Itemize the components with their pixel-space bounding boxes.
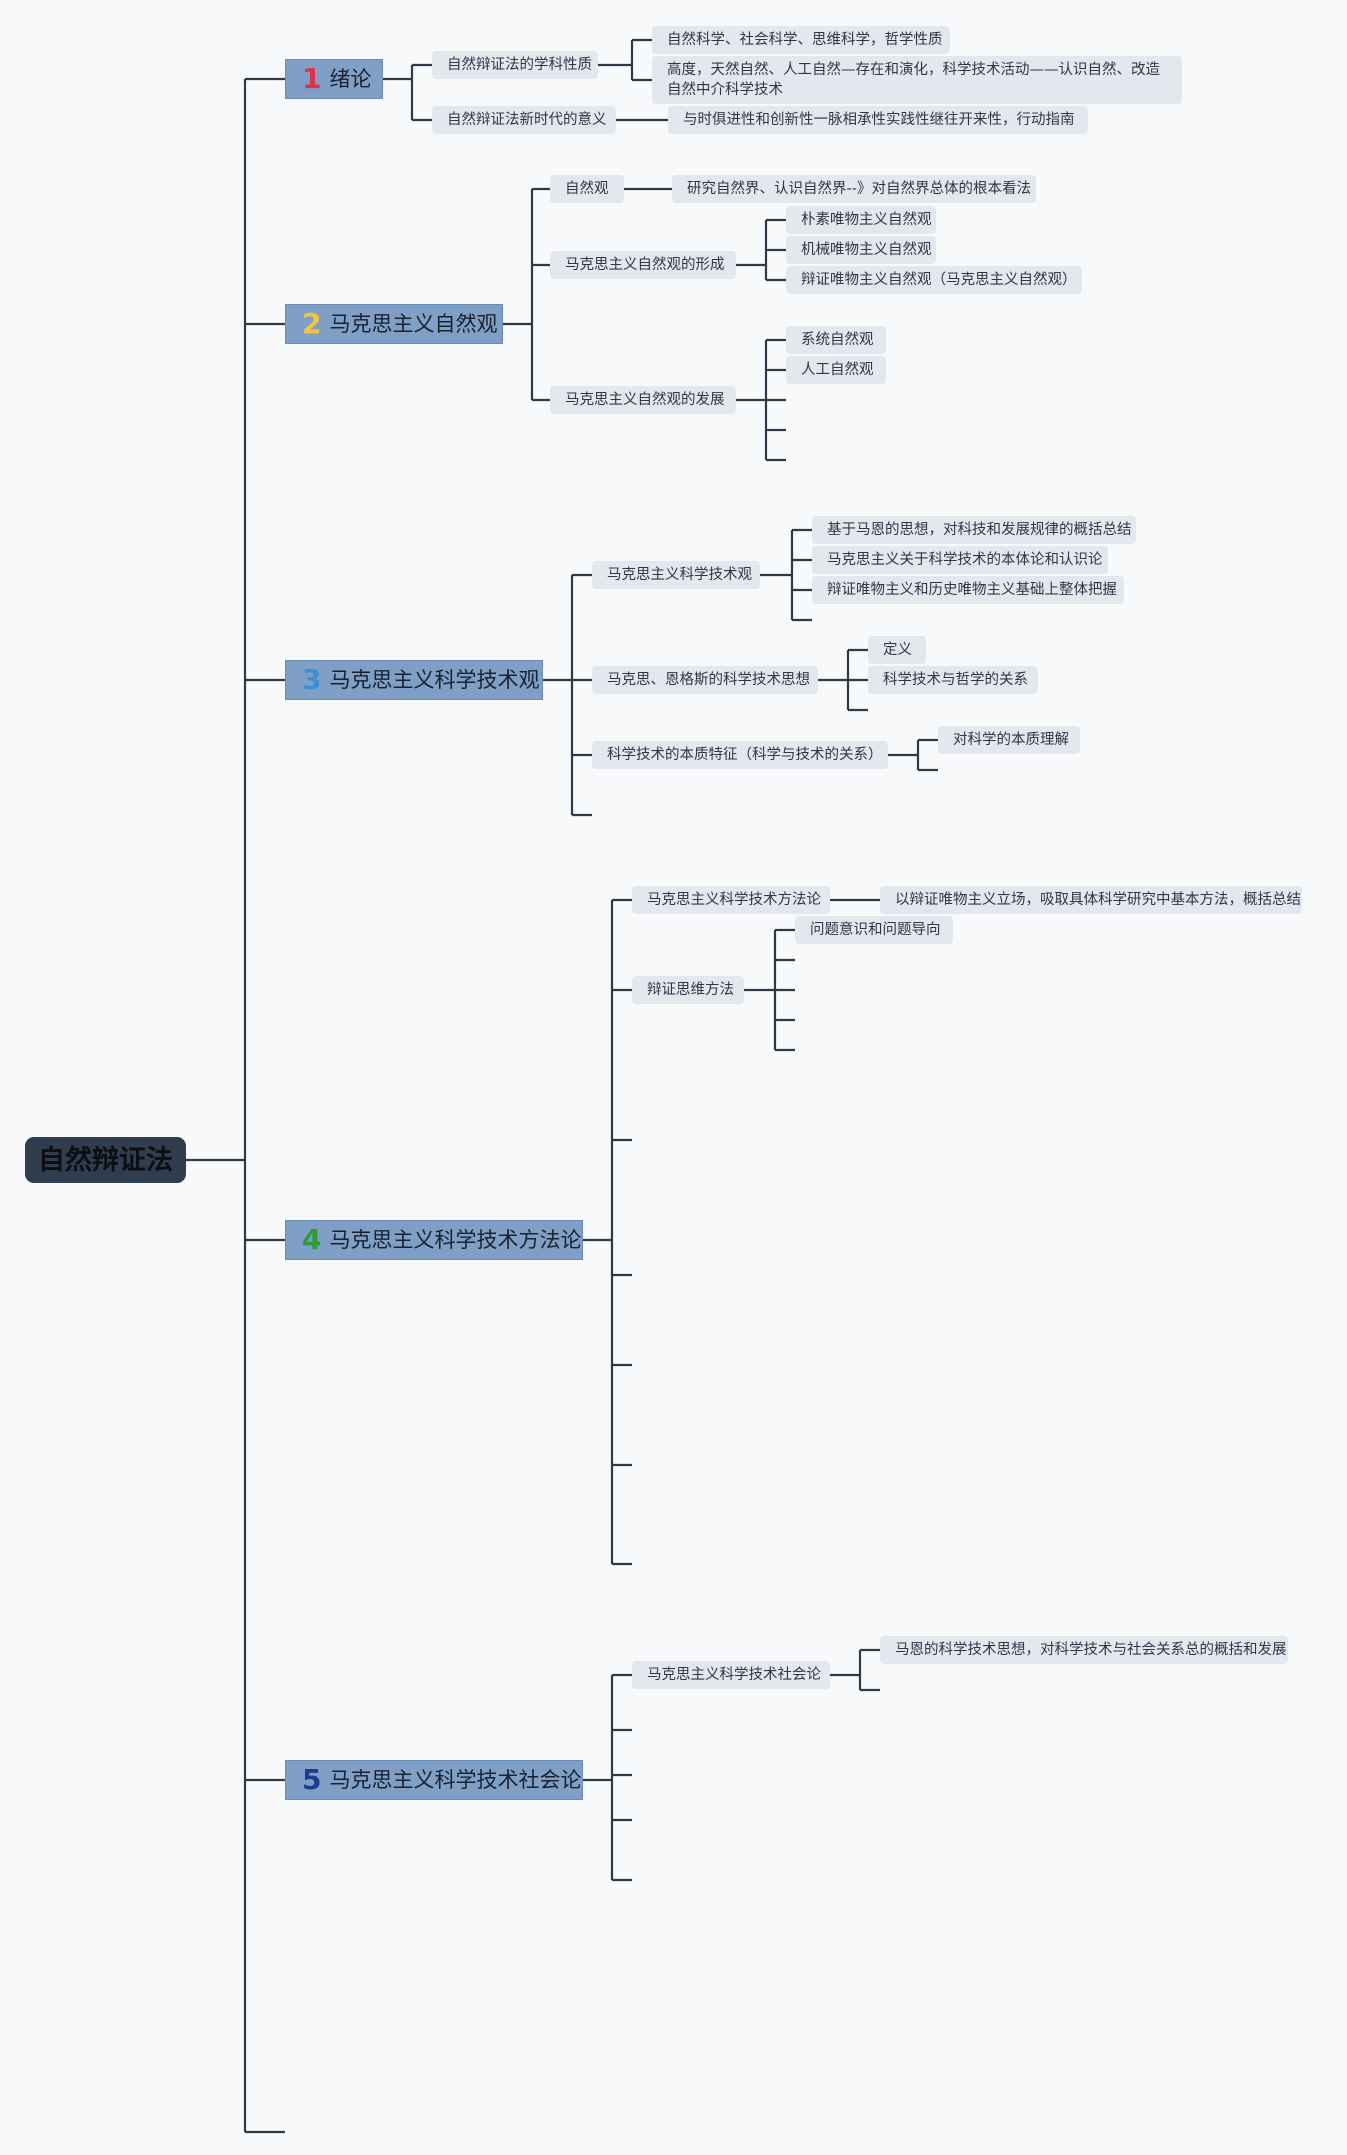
b4-leaf-2[interactable]: 问题意识和问题导向: [795, 916, 953, 944]
b1-leaf-2-label: 高度，天然自然、人工自然—存在和演化，科学技术活动——认识自然、改造自然中介科学…: [667, 62, 1160, 98]
branch-1-label: 绪论: [329, 66, 372, 91]
b3-leaf-1-label: 基于马恩的思想，对科技和发展规律的概括总结: [827, 521, 1132, 538]
b1-sub-1-label: 自然辩证法的学科性质: [447, 56, 592, 73]
b3-leaf-2-label: 马克思主义关于科学技术的本体论和认识论: [827, 551, 1103, 568]
b2-leaf-4[interactable]: 辩证唯物主义自然观（马克思主义自然观）: [786, 266, 1082, 294]
b2-sub-2[interactable]: 马克思主义自然观的形成: [550, 251, 736, 279]
b2-sub-3-label: 马克思主义自然观的发展: [565, 391, 725, 408]
b5-leaf-1[interactable]: 马恩的科学技术思想，对科学技术与社会关系总的概括和发展: [880, 1636, 1288, 1664]
b5-sub-1-label: 马克思主义科学技术社会论: [647, 1666, 821, 1683]
b2-leaf-3-label: 机械唯物主义自然观: [801, 241, 932, 258]
b4-leaf-2-label: 问题意识和问题导向: [810, 921, 941, 938]
b1-leaf-1-label: 自然科学、社会科学、思维科学，哲学性质: [667, 31, 943, 48]
b2-sub-1[interactable]: 自然观: [550, 175, 624, 203]
branch-5-label: 马克思主义科学技术社会论: [329, 1767, 582, 1792]
branch-3-number: 3: [302, 663, 322, 696]
b3-sub-2-label: 马克思、恩格斯的科学技术思想: [607, 671, 810, 688]
b4-leaf-1-label: 以辩证唯物主义立场，吸取具体科学研究中基本方法，概括总结: [895, 891, 1301, 908]
b4-sub-1[interactable]: 马克思主义科学技术方法论: [632, 886, 830, 914]
b1-sub-2[interactable]: 自然辩证法新时代的意义: [432, 106, 616, 134]
b2-leaf-6-label: 人工自然观: [801, 361, 874, 378]
b1-leaf-1[interactable]: 自然科学、社会科学、思维科学，哲学性质: [652, 26, 950, 54]
b3-leaf-3-label: 辩证唯物主义和历史唯物主义基础上整体把握: [827, 581, 1117, 598]
b2-leaf-2-label: 朴素唯物主义自然观: [801, 211, 932, 228]
branch-2-node[interactable]: 2 马克思主义自然观: [285, 304, 503, 344]
b3-sub-2[interactable]: 马克思、恩格斯的科学技术思想: [592, 666, 818, 694]
b2-leaf-1[interactable]: 研究自然界、认识自然界--》对自然界总体的根本看法: [672, 175, 1036, 203]
b3-sub-3-label: 科学技术的本质特征（科学与技术的关系）: [607, 746, 883, 763]
b3-leaf-1[interactable]: 基于马恩的思想，对科技和发展规律的概括总结: [812, 516, 1136, 544]
branch-4-number: 4: [302, 1223, 322, 1256]
branch-4-label: 马克思主义科学技术方法论: [329, 1227, 582, 1252]
b4-sub-2[interactable]: 辩证思维方法: [632, 976, 744, 1004]
b2-leaf-6[interactable]: 人工自然观: [786, 356, 886, 384]
b4-sub-1-label: 马克思主义科学技术方法论: [647, 891, 821, 908]
b3-leaf-6[interactable]: 对科学的本质理解: [938, 726, 1080, 754]
branch-2-label: 马克思主义自然观: [329, 311, 498, 336]
branch-1-number: 1: [302, 62, 322, 95]
b2-sub-1-label: 自然观: [565, 180, 609, 197]
b3-leaf-2[interactable]: 马克思主义关于科学技术的本体论和认识论: [812, 546, 1108, 574]
branch-5-number: 5: [302, 1763, 322, 1796]
b4-leaf-1[interactable]: 以辩证唯物主义立场，吸取具体科学研究中基本方法，概括总结: [880, 886, 1302, 914]
b1-leaf-3-label: 与时俱进性和创新性一脉相承性实践性继往开来性，行动指南: [683, 111, 1075, 128]
branch-3-node[interactable]: 3 马克思主义科学技术观: [285, 660, 543, 700]
b3-sub-1[interactable]: 马克思主义科学技术观: [592, 561, 760, 589]
b3-leaf-5[interactable]: 科学技术与哲学的关系: [868, 666, 1038, 694]
root-node[interactable]: 自然辩证法: [25, 1137, 186, 1183]
b2-leaf-2[interactable]: 朴素唯物主义自然观: [786, 206, 936, 234]
b3-sub-1-label: 马克思主义科学技术观: [607, 566, 752, 583]
b2-leaf-1-label: 研究自然界、认识自然界--》对自然界总体的根本看法: [687, 180, 1031, 197]
b2-sub-3[interactable]: 马克思主义自然观的发展: [550, 386, 736, 414]
b2-leaf-5-label: 系统自然观: [801, 331, 874, 348]
b2-sub-2-label: 马克思主义自然观的形成: [565, 256, 725, 273]
b2-leaf-4-label: 辩证唯物主义自然观（马克思主义自然观）: [801, 271, 1077, 288]
b3-leaf-3[interactable]: 辩证唯物主义和历史唯物主义基础上整体把握: [812, 576, 1124, 604]
branch-3-label: 马克思主义科学技术观: [329, 667, 540, 692]
branch-2-number: 2: [302, 307, 322, 340]
b5-leaf-1-label: 马恩的科学技术思想，对科学技术与社会关系总的概括和发展: [895, 1641, 1287, 1658]
branch-1-node[interactable]: 1 绪论: [285, 59, 383, 99]
branch-5-node[interactable]: 5 马克思主义科学技术社会论: [285, 1760, 583, 1800]
b3-leaf-5-label: 科学技术与哲学的关系: [883, 671, 1028, 688]
b4-sub-2-label: 辩证思维方法: [647, 981, 734, 998]
b5-sub-1[interactable]: 马克思主义科学技术社会论: [632, 1661, 830, 1689]
b1-leaf-3[interactable]: 与时俱进性和创新性一脉相承性实践性继往开来性，行动指南: [668, 106, 1088, 134]
root-label: 自然辩证法: [38, 1144, 173, 1176]
b3-leaf-6-label: 对科学的本质理解: [953, 731, 1069, 748]
b1-sub-1[interactable]: 自然辩证法的学科性质: [432, 51, 598, 79]
b3-leaf-4-label: 定义: [883, 641, 912, 658]
b1-leaf-2[interactable]: 高度，天然自然、人工自然—存在和演化，科学技术活动——认识自然、改造自然中介科学…: [652, 56, 1182, 104]
b3-leaf-4[interactable]: 定义: [868, 636, 926, 664]
b1-sub-2-label: 自然辩证法新时代的意义: [447, 111, 607, 128]
b3-sub-3[interactable]: 科学技术的本质特征（科学与技术的关系）: [592, 741, 888, 769]
branch-4-node[interactable]: 4 马克思主义科学技术方法论: [285, 1220, 583, 1260]
b2-leaf-3[interactable]: 机械唯物主义自然观: [786, 236, 936, 264]
b2-leaf-5[interactable]: 系统自然观: [786, 326, 886, 354]
